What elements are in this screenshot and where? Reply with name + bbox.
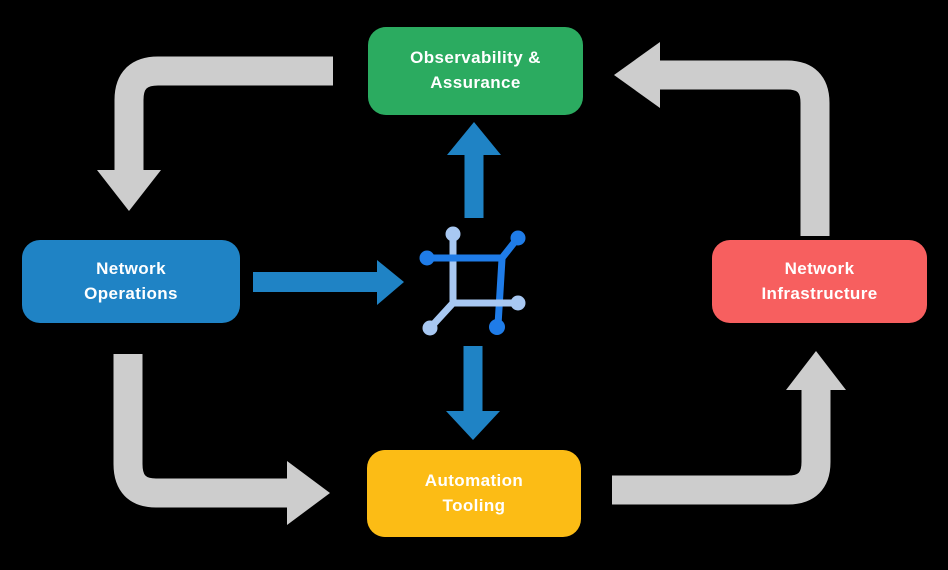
node-label-line: Automation (424, 470, 524, 490)
node-label-line: Network (784, 258, 855, 278)
node-label-line: Operations (84, 283, 178, 303)
node-label-line: Tooling (442, 495, 506, 515)
cycle-arrow-operations-to-automation-icon (113, 354, 330, 525)
node-automation-tooling: Automation Tooling (367, 450, 581, 537)
cycle-arrow-automation-to-infrastructure-icon (612, 351, 846, 505)
network-automation-icon (419, 226, 526, 336)
node-label-line: Observability & (410, 48, 541, 68)
node-label-line: Infrastructure (761, 283, 878, 303)
node-network-operations: Network Operations (22, 240, 240, 323)
flow-arrow-operations-to-center-icon (253, 260, 404, 305)
flow-arrow-center-to-automation-icon (446, 346, 500, 440)
cycle-arrow-infrastructure-to-observability-icon (614, 42, 830, 236)
node-label-line: Network (96, 258, 166, 278)
flow-arrow-center-to-observability-icon (447, 122, 501, 218)
node-network-infrastructure: Network Infrastructure (712, 240, 927, 323)
cycle-arrow-observability-to-operations-icon (97, 56, 333, 211)
node-label-line: Assurance (430, 73, 521, 92)
node-observability-assurance: Observability & Assurance (368, 27, 583, 115)
